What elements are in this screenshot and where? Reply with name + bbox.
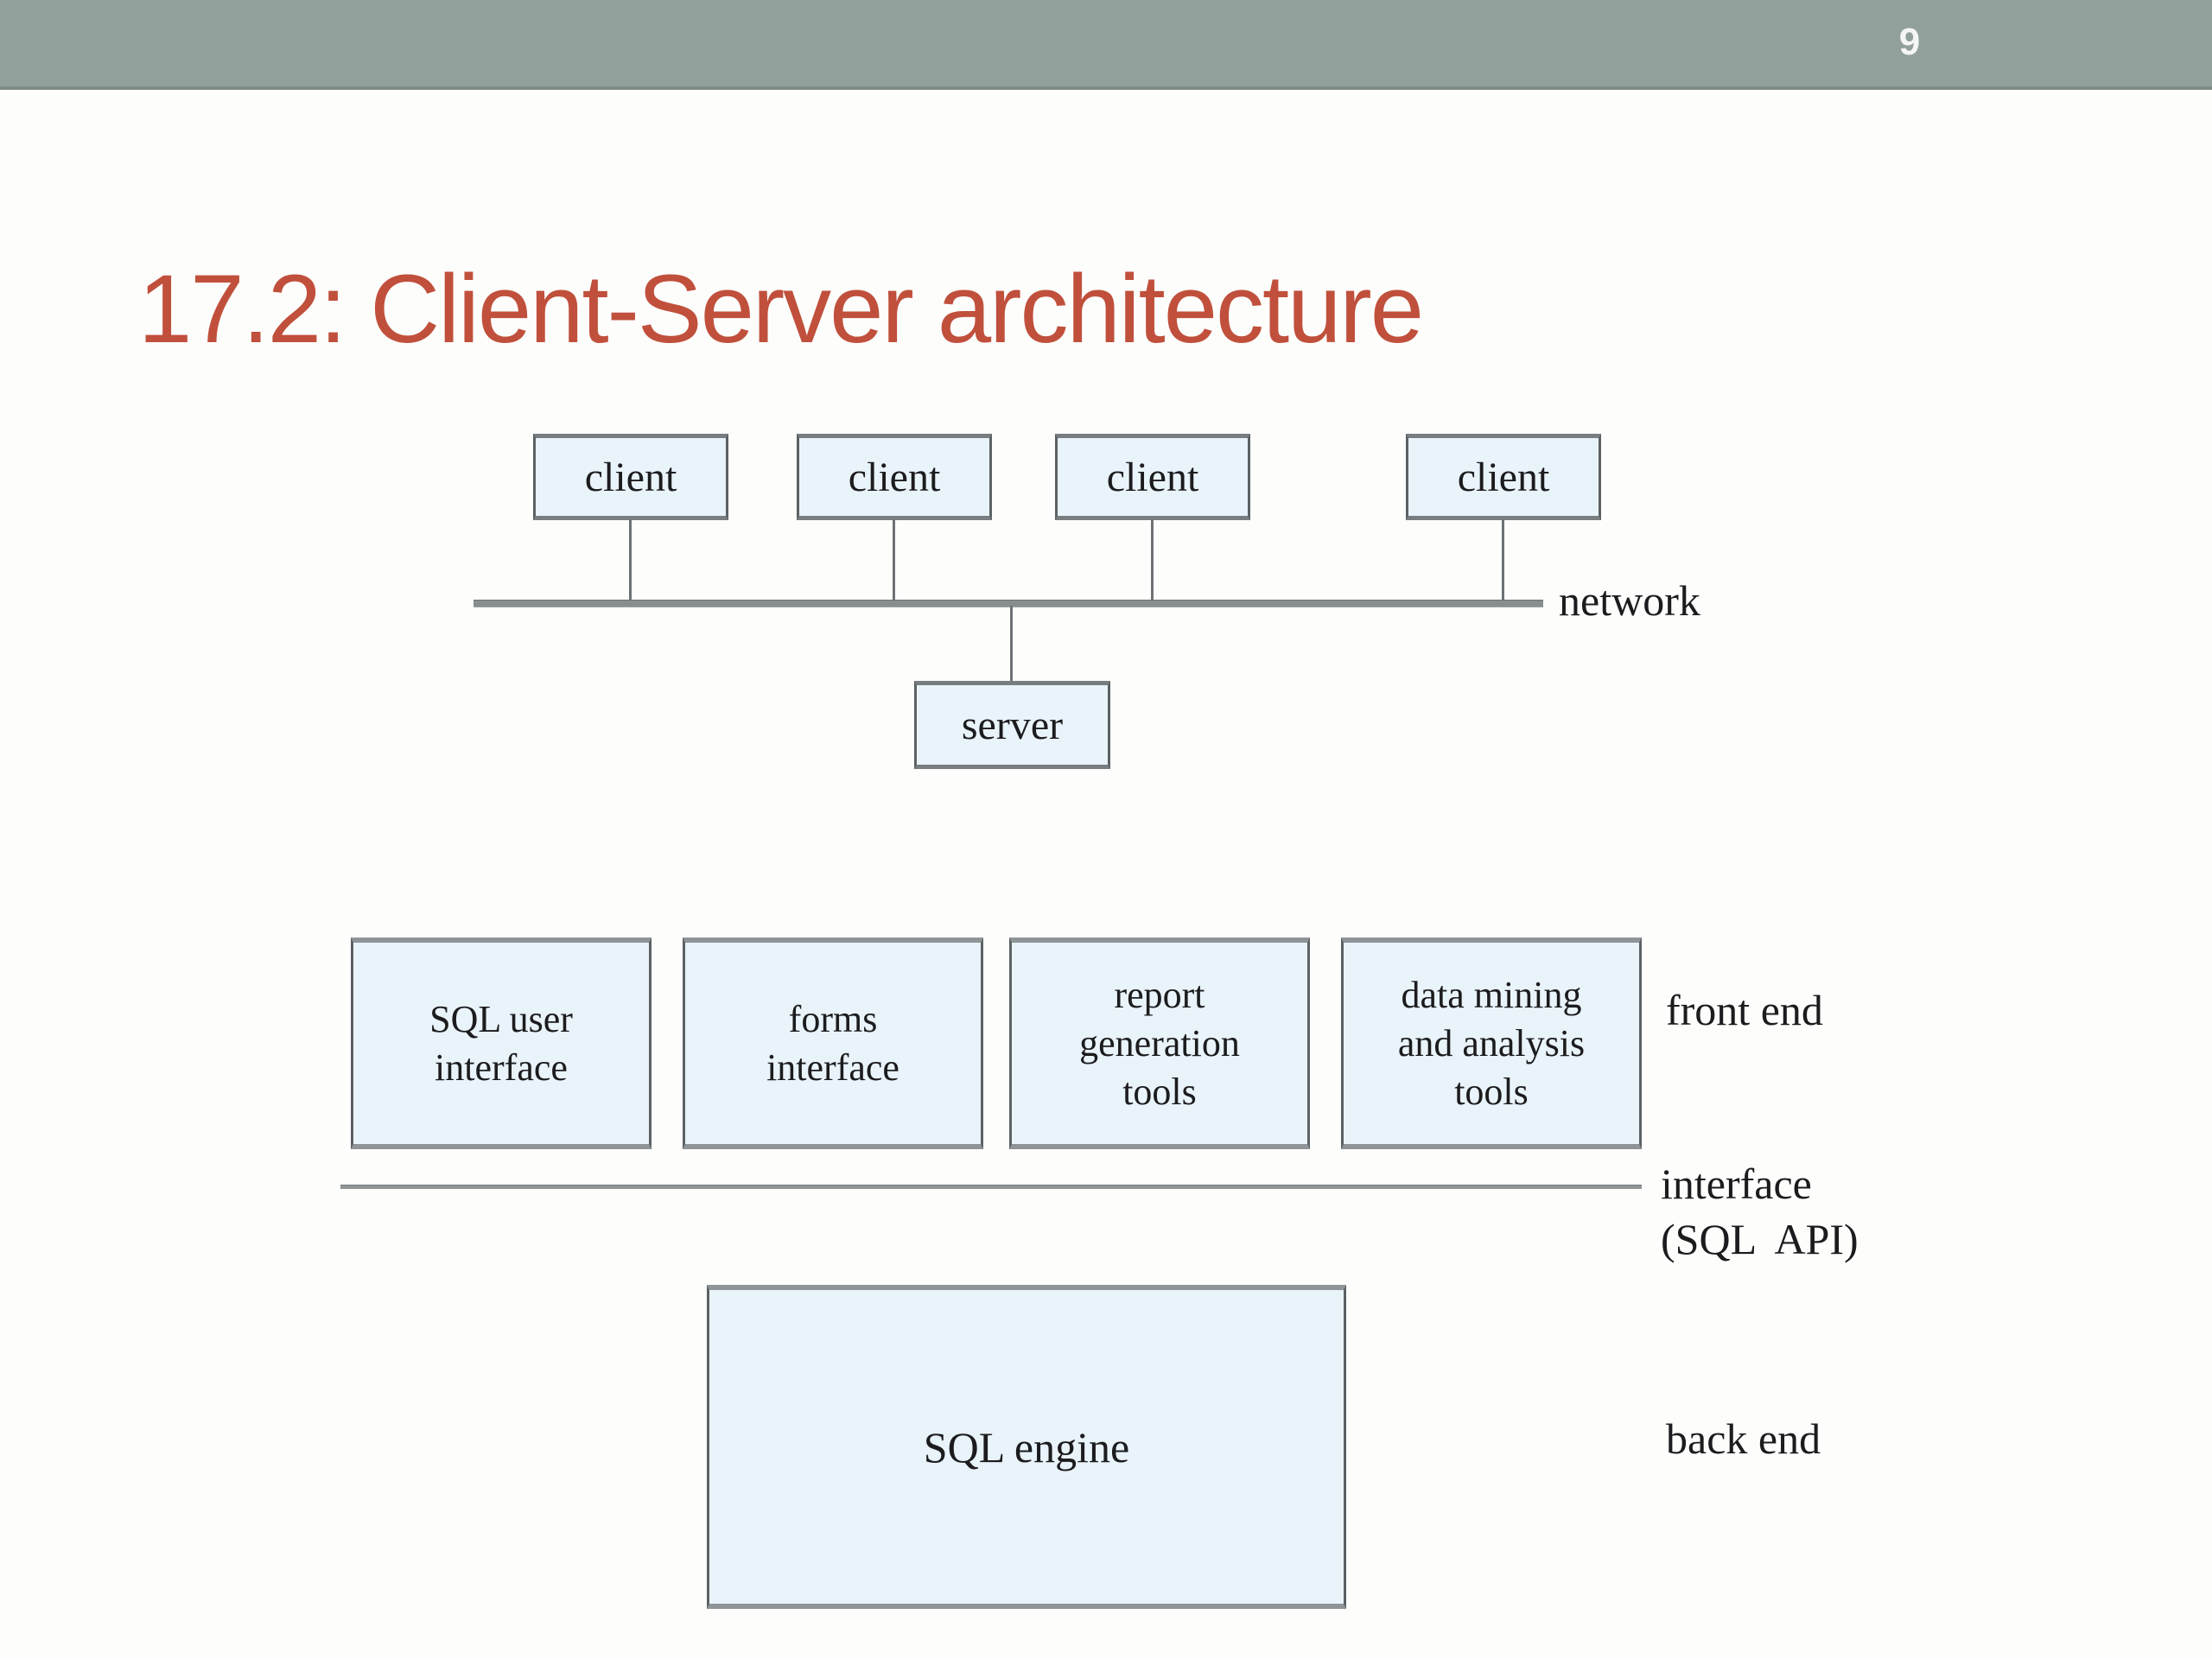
interface-line — [340, 1185, 1642, 1189]
client-box-2: client — [797, 434, 992, 520]
client-box-1-label: client — [584, 454, 677, 500]
data-mining-tools-box: data mining and analysis tools — [1341, 938, 1642, 1149]
client-box-3-label: client — [1106, 454, 1199, 500]
slide-header-bar — [0, 0, 2212, 90]
sql-engine-label: SQL engine — [923, 1422, 1130, 1471]
back-end-label: back end — [1666, 1414, 1821, 1463]
report-generation-line-2: generation — [1079, 1021, 1240, 1065]
network-label: network — [1559, 576, 1700, 625]
report-generation-tools-box: report generation tools — [1009, 938, 1310, 1149]
client-box-3: client — [1055, 434, 1250, 520]
connector-client-4 — [1502, 520, 1504, 603]
server-box-label: server — [961, 702, 1064, 748]
data-mining-line-2: and analysis — [1397, 1021, 1586, 1065]
report-generation-line-3: tools — [1122, 1070, 1197, 1113]
client-box-1: client — [533, 434, 728, 520]
server-box: server — [914, 681, 1110, 769]
slide-title: 17.2: Client-Server architecture — [138, 255, 1424, 364]
connector-server — [1010, 606, 1013, 681]
connector-client-2 — [893, 520, 895, 603]
interface-label: interface (SQL API) — [1661, 1156, 1859, 1267]
forms-interface-line-1: forms — [788, 997, 878, 1040]
data-mining-line-1: data mining — [1401, 973, 1582, 1016]
connector-client-3 — [1151, 520, 1154, 603]
client-box-2-label: client — [848, 454, 941, 500]
sql-user-interface-line-2: interface — [435, 1046, 568, 1089]
report-generation-line-1: report — [1114, 973, 1205, 1016]
data-mining-line-3: tools — [1454, 1070, 1529, 1113]
page-number: 9 — [1898, 21, 1921, 63]
client-box-4-label: client — [1457, 454, 1550, 500]
client-box-4: client — [1406, 434, 1601, 520]
sql-user-interface-box: SQL user interface — [351, 938, 652, 1149]
sql-user-interface-line-1: SQL user — [429, 997, 573, 1040]
connector-client-1 — [629, 520, 632, 603]
network-line — [474, 600, 1543, 607]
front-end-label: front end — [1666, 986, 1823, 1034]
sql-engine-box: SQL engine — [707, 1285, 1346, 1609]
forms-interface-line-2: interface — [766, 1046, 899, 1089]
interface-label-line-2: (SQL API) — [1661, 1215, 1859, 1263]
forms-interface-box: forms interface — [683, 938, 983, 1149]
interface-label-line-1: interface — [1661, 1160, 1812, 1208]
